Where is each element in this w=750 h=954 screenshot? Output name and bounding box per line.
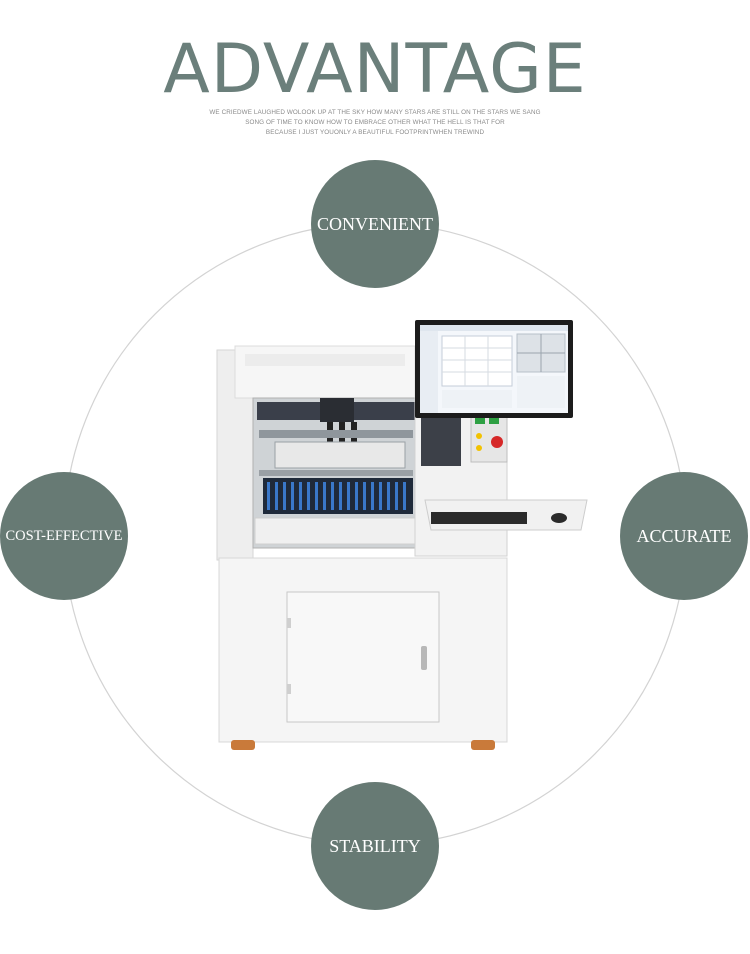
pick-and-place-machine-photo: [216, 320, 588, 750]
keyboard-tray: [424, 499, 588, 531]
monitor: [415, 320, 573, 418]
advantage-convenient-badge: CONVENIENT: [311, 160, 439, 288]
advantage-cost-effective-badge: COST-EFFECTIVE: [0, 472, 128, 600]
emergency-stop-icon: [491, 436, 503, 448]
tagline-line-1: WE CRIEDWE LAUGHED WOLOOK UP AT THE SKY …: [209, 109, 541, 116]
cabinet-door: [286, 591, 440, 723]
machine-hood: [234, 345, 416, 399]
feeder-rack: [263, 478, 413, 514]
tagline-line-3: BECAUSE I JUST YOUONLY A BEAUTIFUL FOOTP…: [265, 129, 485, 136]
page-title: ADVANTAGE: [163, 30, 587, 109]
tagline-line-2: SONG OF TIME TO KNOW HOW TO EMBRACE OTHE…: [245, 119, 505, 126]
advantage-accurate-badge: ACCURATE: [620, 472, 748, 600]
door-handle: [421, 646, 427, 670]
machine-foot: [231, 740, 255, 750]
advantage-stability-badge: STABILITY: [311, 782, 439, 910]
machine-foot: [471, 740, 495, 750]
